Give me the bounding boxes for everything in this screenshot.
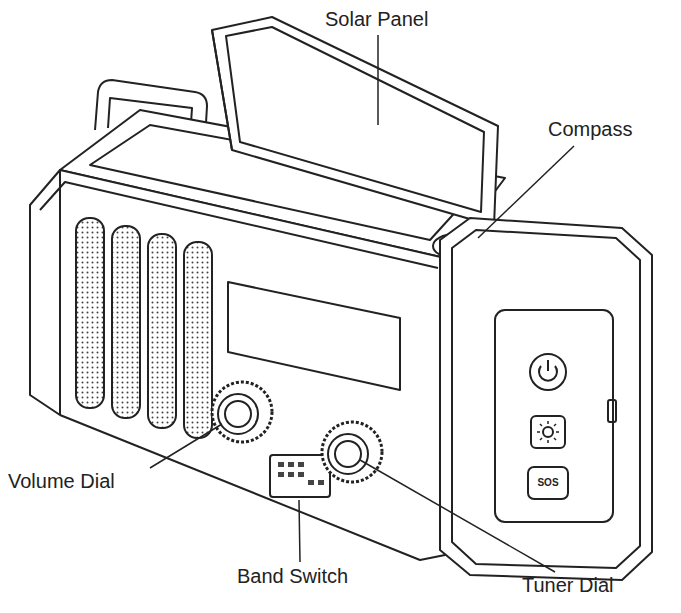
button-label: SOS bbox=[537, 477, 558, 489]
part-label: Band Switch bbox=[237, 565, 348, 588]
part-label: Solar Panel bbox=[325, 8, 428, 31]
part-label: Volume Dial bbox=[8, 470, 115, 493]
part-label: Tuner Dial bbox=[522, 574, 614, 597]
part-label: Compass bbox=[548, 118, 632, 141]
